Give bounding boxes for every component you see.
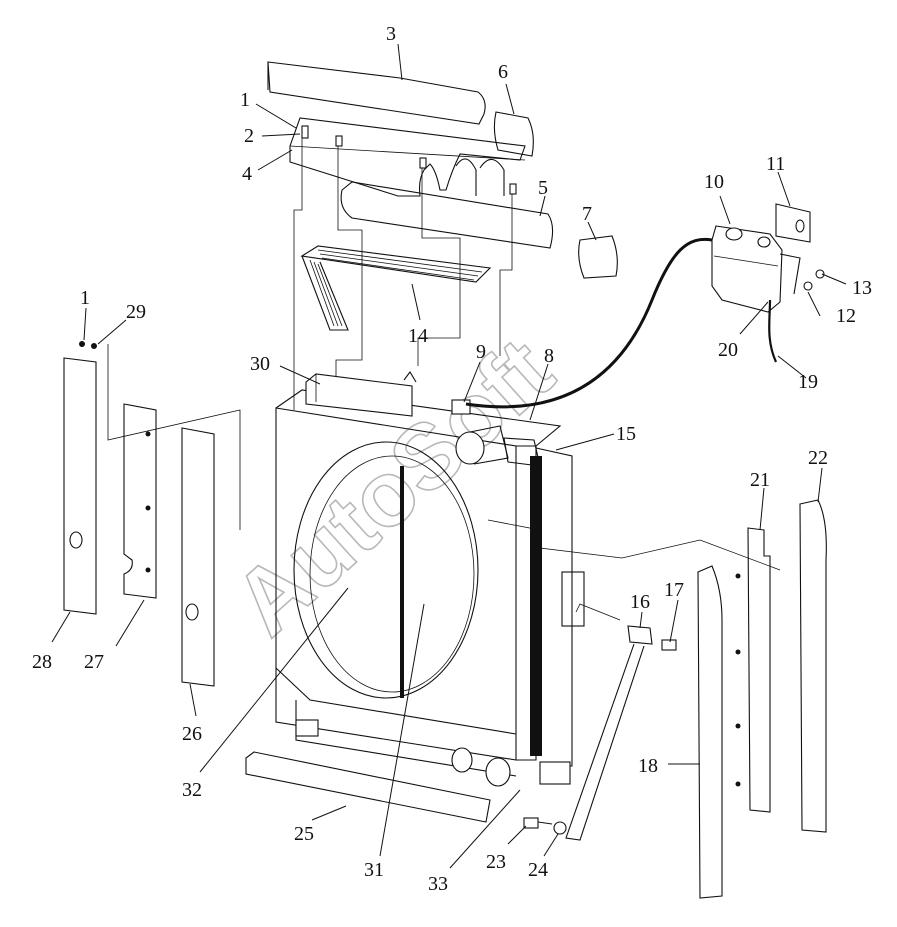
callout-7: 7: [582, 203, 592, 225]
callout-29: 29: [126, 301, 146, 323]
callout-1-top: 1: [240, 89, 250, 111]
brace-16: [565, 603, 653, 841]
top-plate-4: [289, 117, 526, 197]
expansion-tank-10: [711, 225, 783, 313]
callout-13: 13: [852, 277, 872, 299]
callout-30: 30: [250, 353, 270, 375]
callout-leaders: [51, 43, 847, 869]
upper-outlet-pipe: [451, 399, 509, 465]
assembly-guidelines: [107, 138, 781, 571]
callout-6: 6: [498, 61, 508, 83]
callout-32: 32: [182, 779, 202, 801]
callout-11: 11: [766, 153, 785, 175]
callout-18: 18: [638, 755, 658, 777]
callout-15: 15: [616, 423, 636, 445]
side-plate-27: [123, 403, 157, 599]
lower-outlet-pipes-33: [451, 747, 571, 787]
callout-labels: 1 2 3 4 5 6 7 8 9 10 11 12 13 14 15 16 1…: [32, 23, 872, 895]
bottom-foam-strip-25: [245, 751, 491, 823]
foam-strip-22: [799, 499, 827, 833]
callout-17: 17: [664, 579, 684, 601]
foam-block-7: [578, 235, 618, 279]
bolt-23: [523, 817, 553, 829]
callout-20: 20: [718, 339, 738, 361]
callout-21: 21: [750, 469, 770, 491]
callout-24: 24: [528, 859, 548, 881]
bolt-12: [803, 269, 825, 291]
side-plate-21: [735, 527, 771, 813]
washer-24: [553, 821, 567, 835]
callout-28: 28: [32, 651, 52, 673]
tank-bracket-11: [775, 203, 811, 295]
callout-25: 25: [294, 823, 314, 845]
foam-strip-18: [697, 565, 723, 899]
callout-1-left: 1: [80, 287, 90, 309]
bolt-29: [79, 341, 97, 349]
left-foam-strip-28: [63, 357, 97, 615]
callout-2: 2: [244, 125, 254, 147]
deflector-14: [300, 245, 492, 331]
callout-27: 27: [84, 651, 104, 673]
callout-19: 19: [798, 371, 818, 393]
callout-12: 12: [836, 305, 856, 327]
callout-23: 23: [486, 851, 506, 873]
callout-33: 33: [428, 873, 448, 895]
fan-shroud-32: [293, 441, 479, 699]
callout-16: 16: [630, 591, 650, 613]
foam-strip-26: [181, 427, 215, 687]
top-foam-strip-3: [267, 61, 486, 125]
top-tank-30: [305, 371, 417, 417]
foam-block-6: [493, 111, 534, 157]
mount-plate: [561, 571, 585, 627]
callout-5: 5: [538, 177, 548, 199]
callout-8: 8: [544, 345, 554, 367]
callout-4: 4: [242, 163, 252, 185]
foam-strip-5: [340, 181, 554, 249]
shroud-panel-31: [400, 466, 404, 698]
callout-26: 26: [182, 723, 202, 745]
nut-17: [661, 639, 677, 651]
overflow-hose: [465, 237, 778, 409]
callout-10: 10: [704, 171, 724, 193]
callout-22: 22: [808, 447, 828, 469]
callout-14: 14: [408, 325, 428, 347]
callout-3: 3: [386, 23, 396, 45]
callout-31: 31: [364, 859, 384, 881]
callout-9: 9: [476, 341, 486, 363]
